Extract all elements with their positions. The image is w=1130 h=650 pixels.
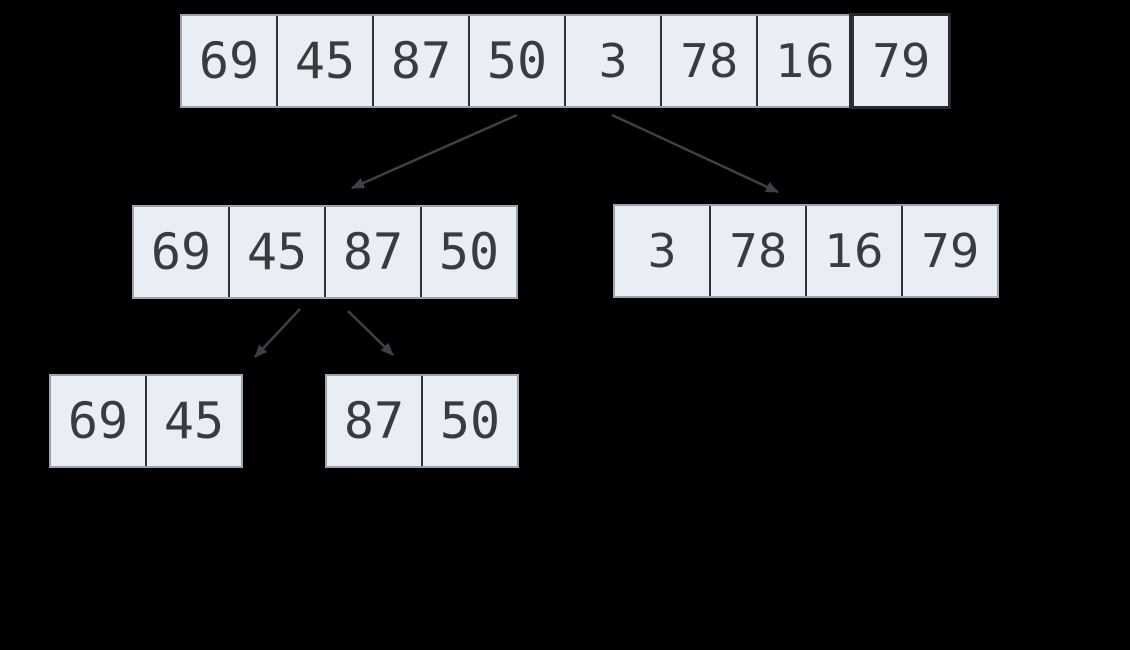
array-cell: 69 <box>150 223 212 281</box>
array-cell: 69 <box>198 32 260 90</box>
array-cell: 45 <box>228 207 324 297</box>
array-cell: 87 <box>343 392 405 450</box>
split-arrow-lefthalf-to-quarter2 <box>347 310 394 356</box>
array-full: 69 45 87 50 3 78 16 79 <box>180 13 951 109</box>
array-cell: 16 <box>756 16 852 106</box>
array-cell: 3 <box>564 16 660 106</box>
array-cell: 87 <box>372 16 468 106</box>
array-cell: 50 <box>468 16 564 106</box>
array-cell: 78 <box>660 16 756 106</box>
array-cell: 78 <box>709 206 805 296</box>
array-cell: 45 <box>145 376 241 466</box>
split-arrow-lefthalf-to-quarter1 <box>254 308 301 358</box>
array-cell: 50 <box>421 376 517 466</box>
array-cell-highlighted: 79 <box>849 13 951 109</box>
array-cell: 79 <box>901 206 997 296</box>
array-right-half: 3 78 16 79 <box>613 204 999 298</box>
array-cell: 50 <box>420 207 516 297</box>
array-left-half: 69 45 87 50 <box>132 205 518 299</box>
array-cell: 16 <box>805 206 901 296</box>
array-left-quarter-first: 69 45 <box>49 374 243 468</box>
array-cell: 45 <box>276 16 372 106</box>
array-cell: 87 <box>324 207 420 297</box>
array-cell: 69 <box>67 392 129 450</box>
split-arrow-top-to-right-half <box>611 113 779 194</box>
split-arrow-top-to-left-half <box>351 113 518 190</box>
array-left-quarter-second: 87 50 <box>325 374 519 468</box>
array-cell: 3 <box>647 224 677 278</box>
